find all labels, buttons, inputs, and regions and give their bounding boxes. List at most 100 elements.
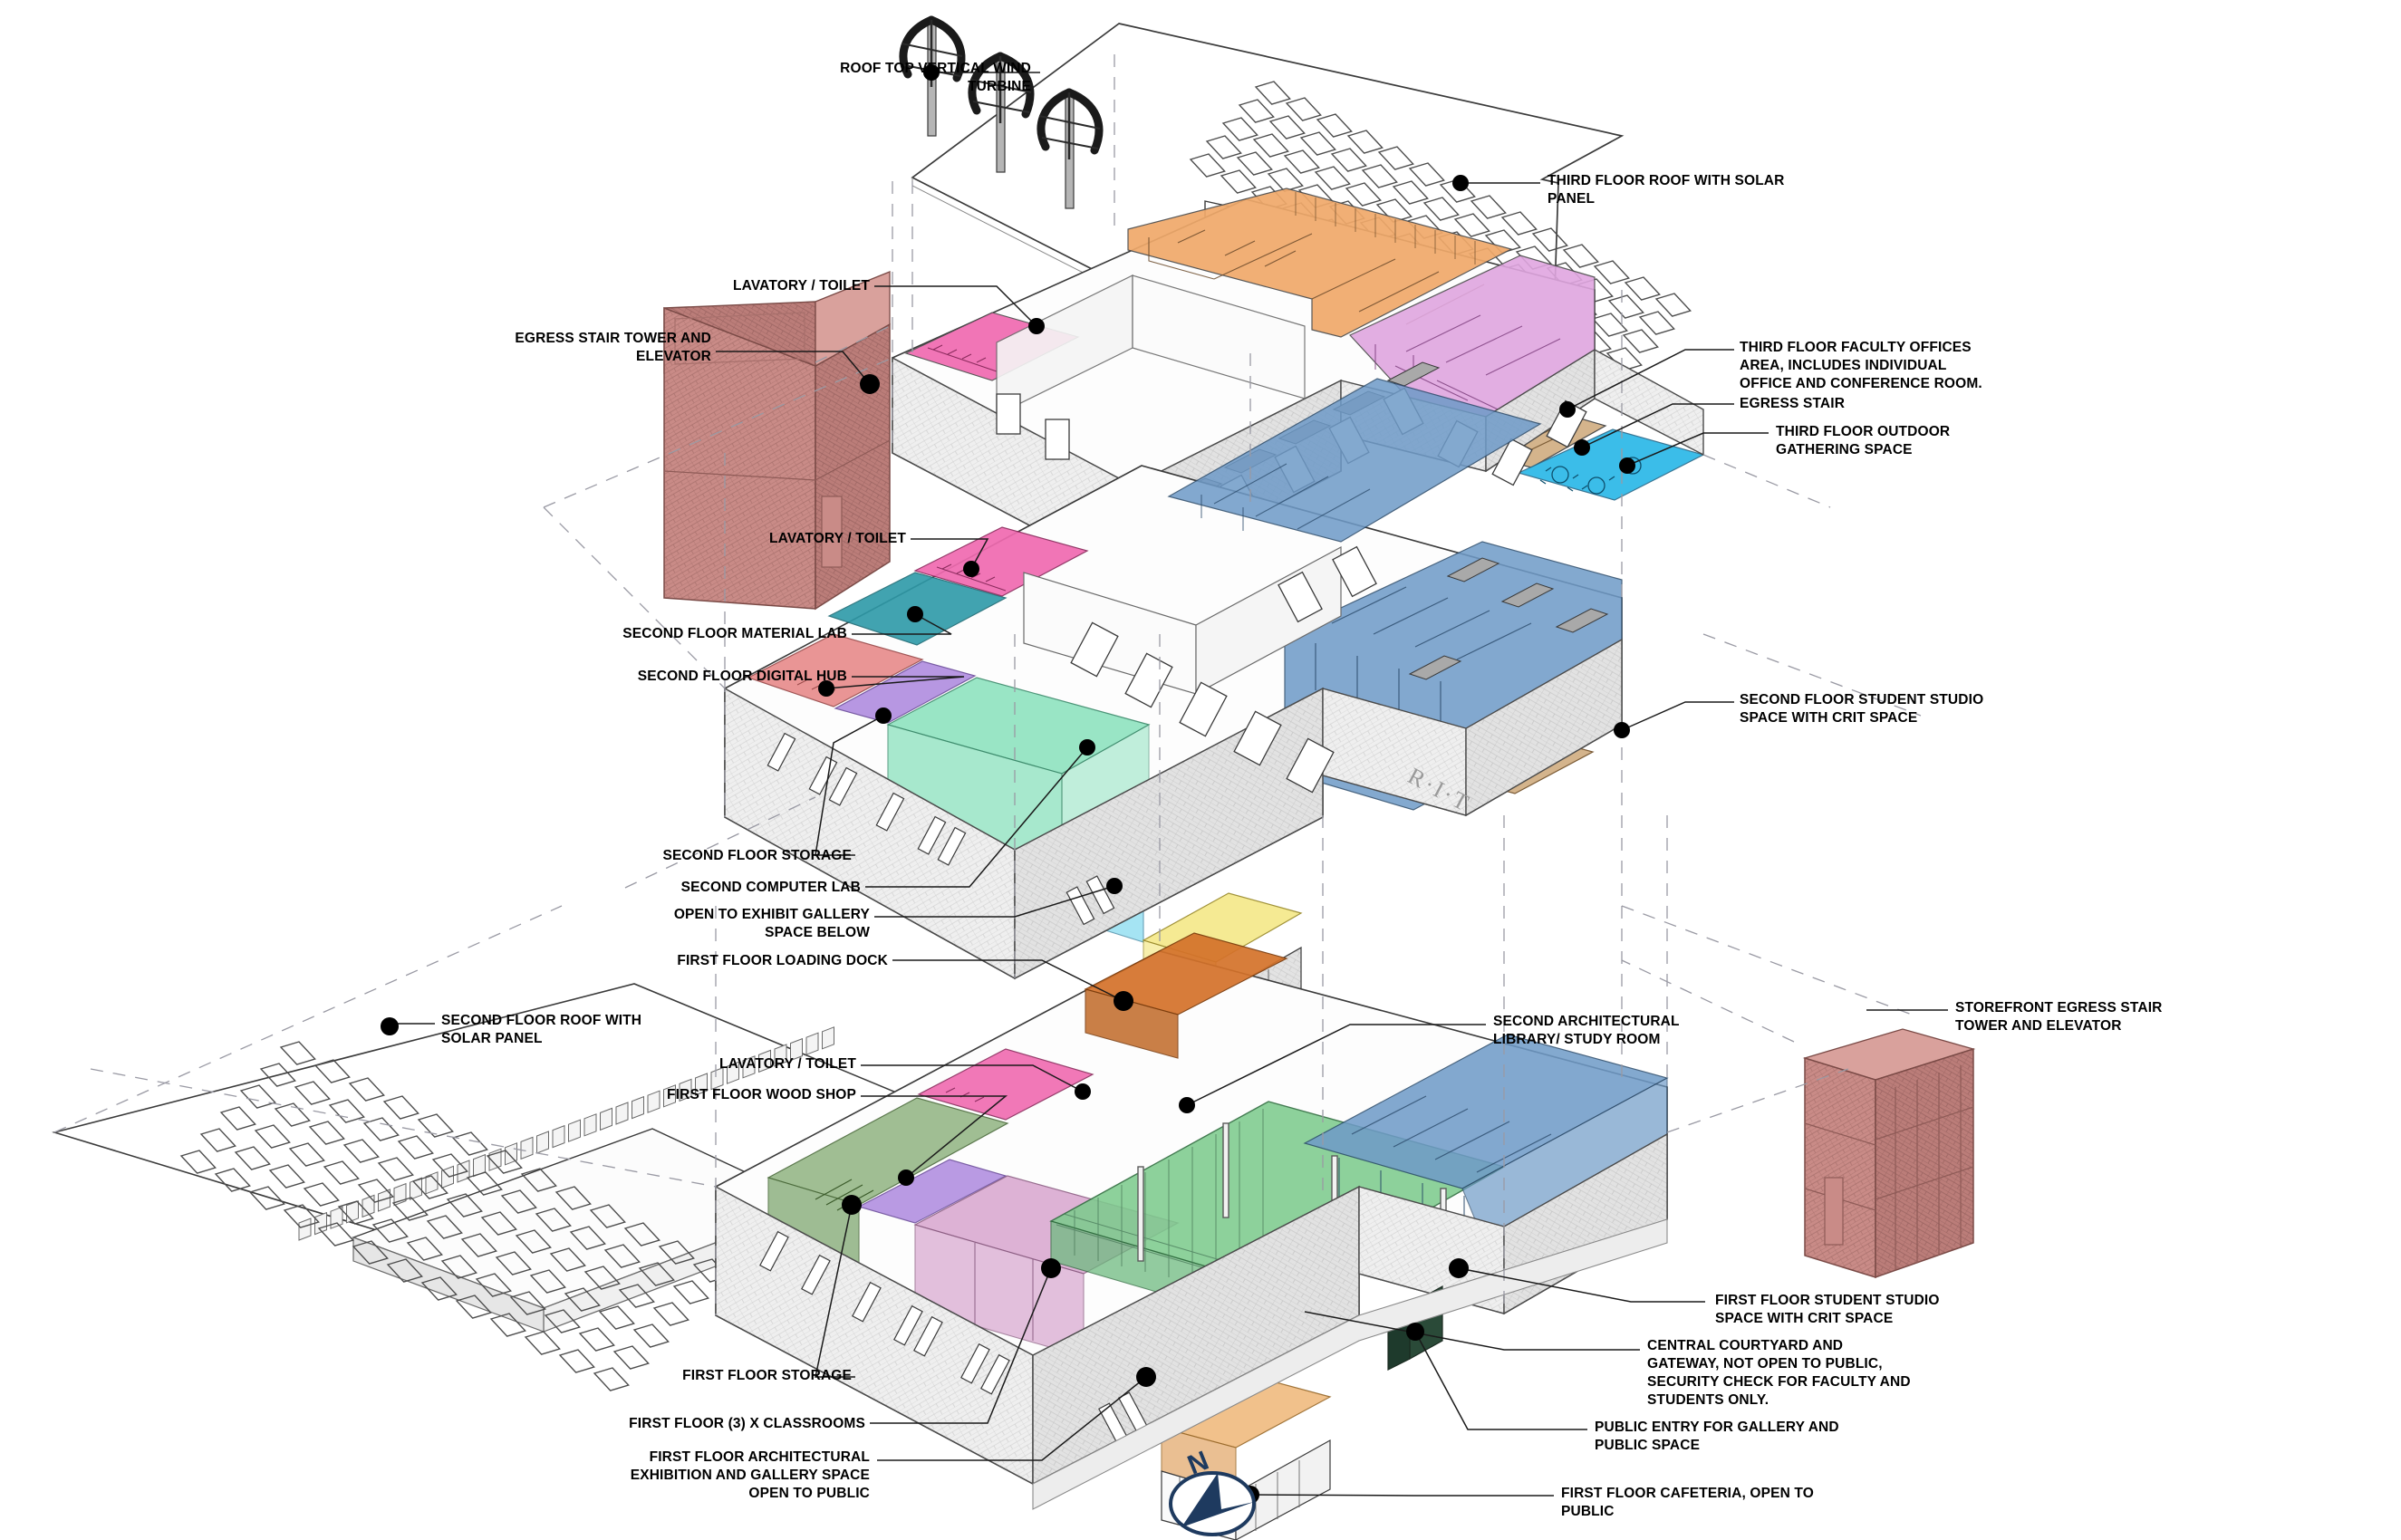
solar-panel	[1562, 244, 1599, 268]
solar-panel	[638, 1262, 675, 1286]
solar-panel	[283, 1204, 320, 1228]
solar-panel	[1236, 151, 1273, 176]
annotation-public-entry-for-gallery: PUBLIC ENTRY FOR GALLERY AND PUBLIC SPAC…	[1595, 1420, 1839, 1454]
annotation-lavatory-toilet-first: LAVATORY / TOILET	[719, 1056, 856, 1072]
solar-panel	[214, 1168, 251, 1192]
solar-panel	[1361, 164, 1398, 188]
annotation-first-floor-wood-shop: FIRST FLOOR WOOD SHOP	[667, 1087, 856, 1102]
annotation-second-floor-storage: SECOND FLOOR STORAGE	[662, 848, 852, 863]
solar-panel	[1654, 293, 1692, 317]
solar-panel	[623, 1222, 661, 1246]
solar-panel	[564, 1287, 601, 1312]
solar-panel	[658, 1240, 695, 1265]
solar-panel	[460, 1233, 497, 1257]
parapet-segment	[615, 1102, 629, 1125]
solar-panel	[234, 1146, 271, 1170]
solar-panel	[535, 1208, 572, 1232]
annotation-third-floor-outdoor-gathering-space: THIRD FLOOR OUTDOOR GATHERING SPACE	[1776, 424, 1951, 458]
solar-panel	[1314, 166, 1351, 190]
egress-stair-tower-right	[1802, 1028, 1976, 1279]
solar-panel	[386, 1258, 423, 1283]
solar-panel	[1392, 180, 1429, 205]
solar-panel	[342, 1139, 380, 1163]
solar-panel	[1638, 311, 1675, 335]
solar-panel	[1531, 227, 1568, 252]
annotation-third-floor-faculty-offices: THIRD FLOOR FACULTY OFFICES AREA, INCLUD…	[1740, 340, 1982, 392]
parapet-segment	[758, 1049, 771, 1073]
solar-panel	[406, 1237, 443, 1261]
annotation-lavatory-toilet-second: LAVATORY / TOILET	[769, 531, 906, 546]
leader-lines	[381, 64, 1948, 1504]
annotation-open-to-exhibit-gallery-space-below: OPEN TO EXHIBIT GALLERY SPACE BELOW	[673, 907, 870, 941]
solar-panel	[254, 1124, 291, 1149]
solar-panel	[268, 1164, 305, 1189]
parapet-segment	[742, 1055, 756, 1079]
solar-panel	[377, 1157, 414, 1181]
parapet-segment	[805, 1032, 819, 1055]
solar-panel	[603, 1244, 641, 1268]
solar-panel	[1470, 195, 1507, 219]
solar-panel	[1205, 135, 1242, 159]
solar-panel	[593, 1367, 630, 1391]
annotation-first-floor-storage: FIRST FLOOR STORAGE	[682, 1368, 852, 1383]
solar-panel	[1453, 213, 1490, 237]
solar-panel	[259, 1063, 296, 1087]
solar-panel	[489, 1313, 526, 1337]
annotation-first-floor-architectural-exhibition: FIRST FLOOR ARCHITECTURAL EXHIBITION AND…	[630, 1449, 870, 1502]
parapet-segment	[298, 1218, 312, 1241]
solar-panel	[1607, 294, 1644, 319]
parapet-segment	[679, 1078, 692, 1102]
parapet-segment	[822, 1026, 834, 1050]
solar-panel	[1622, 329, 1659, 353]
solar-panel	[426, 1215, 463, 1239]
solar-panel	[589, 1204, 626, 1228]
solar-panel	[1221, 117, 1258, 141]
first-floor-plate	[715, 932, 1669, 1540]
parapet-segment	[600, 1107, 612, 1131]
solar-panel	[486, 1150, 523, 1174]
annotation-storefront-egress-stair-tower: STOREFRONT EGRESS STAIR TOWER AND ELEVAT…	[1955, 1000, 2163, 1035]
solar-panel	[529, 1269, 566, 1294]
solar-panel	[248, 1186, 285, 1210]
solar-panel	[323, 1160, 360, 1185]
solar-panel	[294, 1081, 331, 1105]
solar-panel	[352, 1240, 389, 1265]
parapet-segment	[314, 1211, 327, 1236]
solar-panel	[199, 1128, 236, 1152]
solar-panel	[371, 1218, 409, 1243]
parapet-segment	[552, 1124, 565, 1149]
solar-panel	[1254, 81, 1291, 105]
solar-panel	[313, 1059, 351, 1083]
solar-panel	[1593, 260, 1630, 284]
solar-panel	[417, 1113, 454, 1138]
solar-panel	[1316, 113, 1353, 138]
second-floor-roof-with-solar	[52, 983, 999, 1391]
solar-panel	[1408, 162, 1445, 187]
parapet-segment	[710, 1066, 724, 1091]
annotation-first-floor-loading-dock: FIRST FLOOR LOADING DOCK	[677, 953, 888, 968]
solar-panel	[219, 1106, 256, 1131]
annotation-first-floor-cafeteria: FIRST FLOOR CAFETERIA, OPEN TO PUBLIC	[1561, 1486, 1814, 1520]
solar-panel	[569, 1226, 606, 1250]
solar-panel	[451, 1131, 488, 1156]
solar-panel	[1500, 211, 1538, 236]
annotation-first-floor-classrooms: FIRST FLOOR (3) X CLASSROOMS	[629, 1416, 865, 1431]
solar-panel	[362, 1117, 400, 1141]
parapet-segment	[330, 1206, 343, 1229]
parapet-segment	[536, 1131, 549, 1154]
egress-stair-tower-left	[663, 271, 891, 611]
solar-panel	[1189, 153, 1226, 178]
annotation-roof-top-vertical-wind-turbine: ROOF TOP VERTICAL WIND TURBINE	[840, 61, 1031, 95]
solar-panel	[440, 1255, 477, 1279]
annotation-egress-stair-tower-and-elevator: EGRESS STAIR TOWER AND ELEVATOR	[515, 331, 711, 365]
annotation-central-courtyard-and-gateway: CENTRAL COURTYARD AND GATEWAY, NOT OPEN …	[1647, 1338, 1911, 1409]
parapet-segment	[378, 1189, 391, 1212]
solar-panel	[509, 1291, 546, 1315]
parapet-segment	[520, 1136, 534, 1160]
solar-panel	[500, 1189, 537, 1214]
wind-turbine-icon	[968, 52, 1035, 173]
solar-panel	[308, 1121, 345, 1145]
solar-panel	[1299, 131, 1336, 156]
solar-panel	[348, 1077, 385, 1102]
annotation-second-floor-student-studio: SECOND FLOOR STUDENT STUDIO SPACE WITH C…	[1740, 692, 1984, 727]
